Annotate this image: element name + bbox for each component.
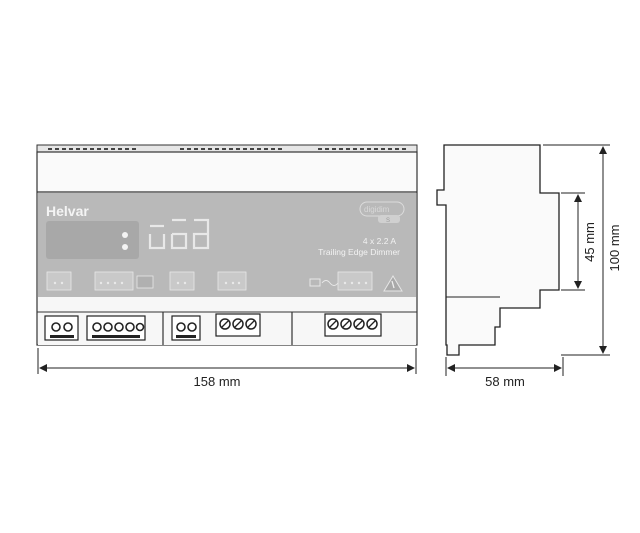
svg-text:S: S — [386, 218, 390, 224]
connector-labels — [46, 271, 373, 291]
warning-triangle-icon — [383, 275, 403, 292]
total-height-dimension — [543, 144, 610, 356]
front-height-label: 45 mm — [582, 222, 597, 262]
width-label: 158 mm — [194, 374, 241, 389]
digidim-logo: digidim S — [359, 201, 405, 224]
depth-label: 58 mm — [485, 374, 525, 389]
label-dots — [53, 281, 368, 285]
svg-text:digidim: digidim — [364, 205, 390, 214]
side-view: 58 mm 45 mm 100 mm — [436, 144, 622, 389]
terminal-screw-icon — [215, 313, 382, 337]
front-view: Helvar digidim S 4 x 2.2 A Trailing Edge… — [36, 144, 418, 389]
switch-icon — [309, 278, 339, 287]
connector-pins — [50, 322, 197, 338]
total-height-label: 100 mm — [607, 225, 622, 272]
brand-logo: Helvar — [46, 203, 89, 219]
display-window — [46, 221, 139, 259]
front-height-dimension — [561, 192, 585, 291]
rating-label: 4 x 2.2 A — [363, 236, 396, 246]
width-dimension — [37, 348, 417, 374]
display-glyphs — [148, 218, 210, 250]
side-profile — [436, 144, 560, 356]
depth-dimension — [445, 357, 564, 376]
product-label: Trailing Edge Dimmer — [318, 247, 400, 257]
